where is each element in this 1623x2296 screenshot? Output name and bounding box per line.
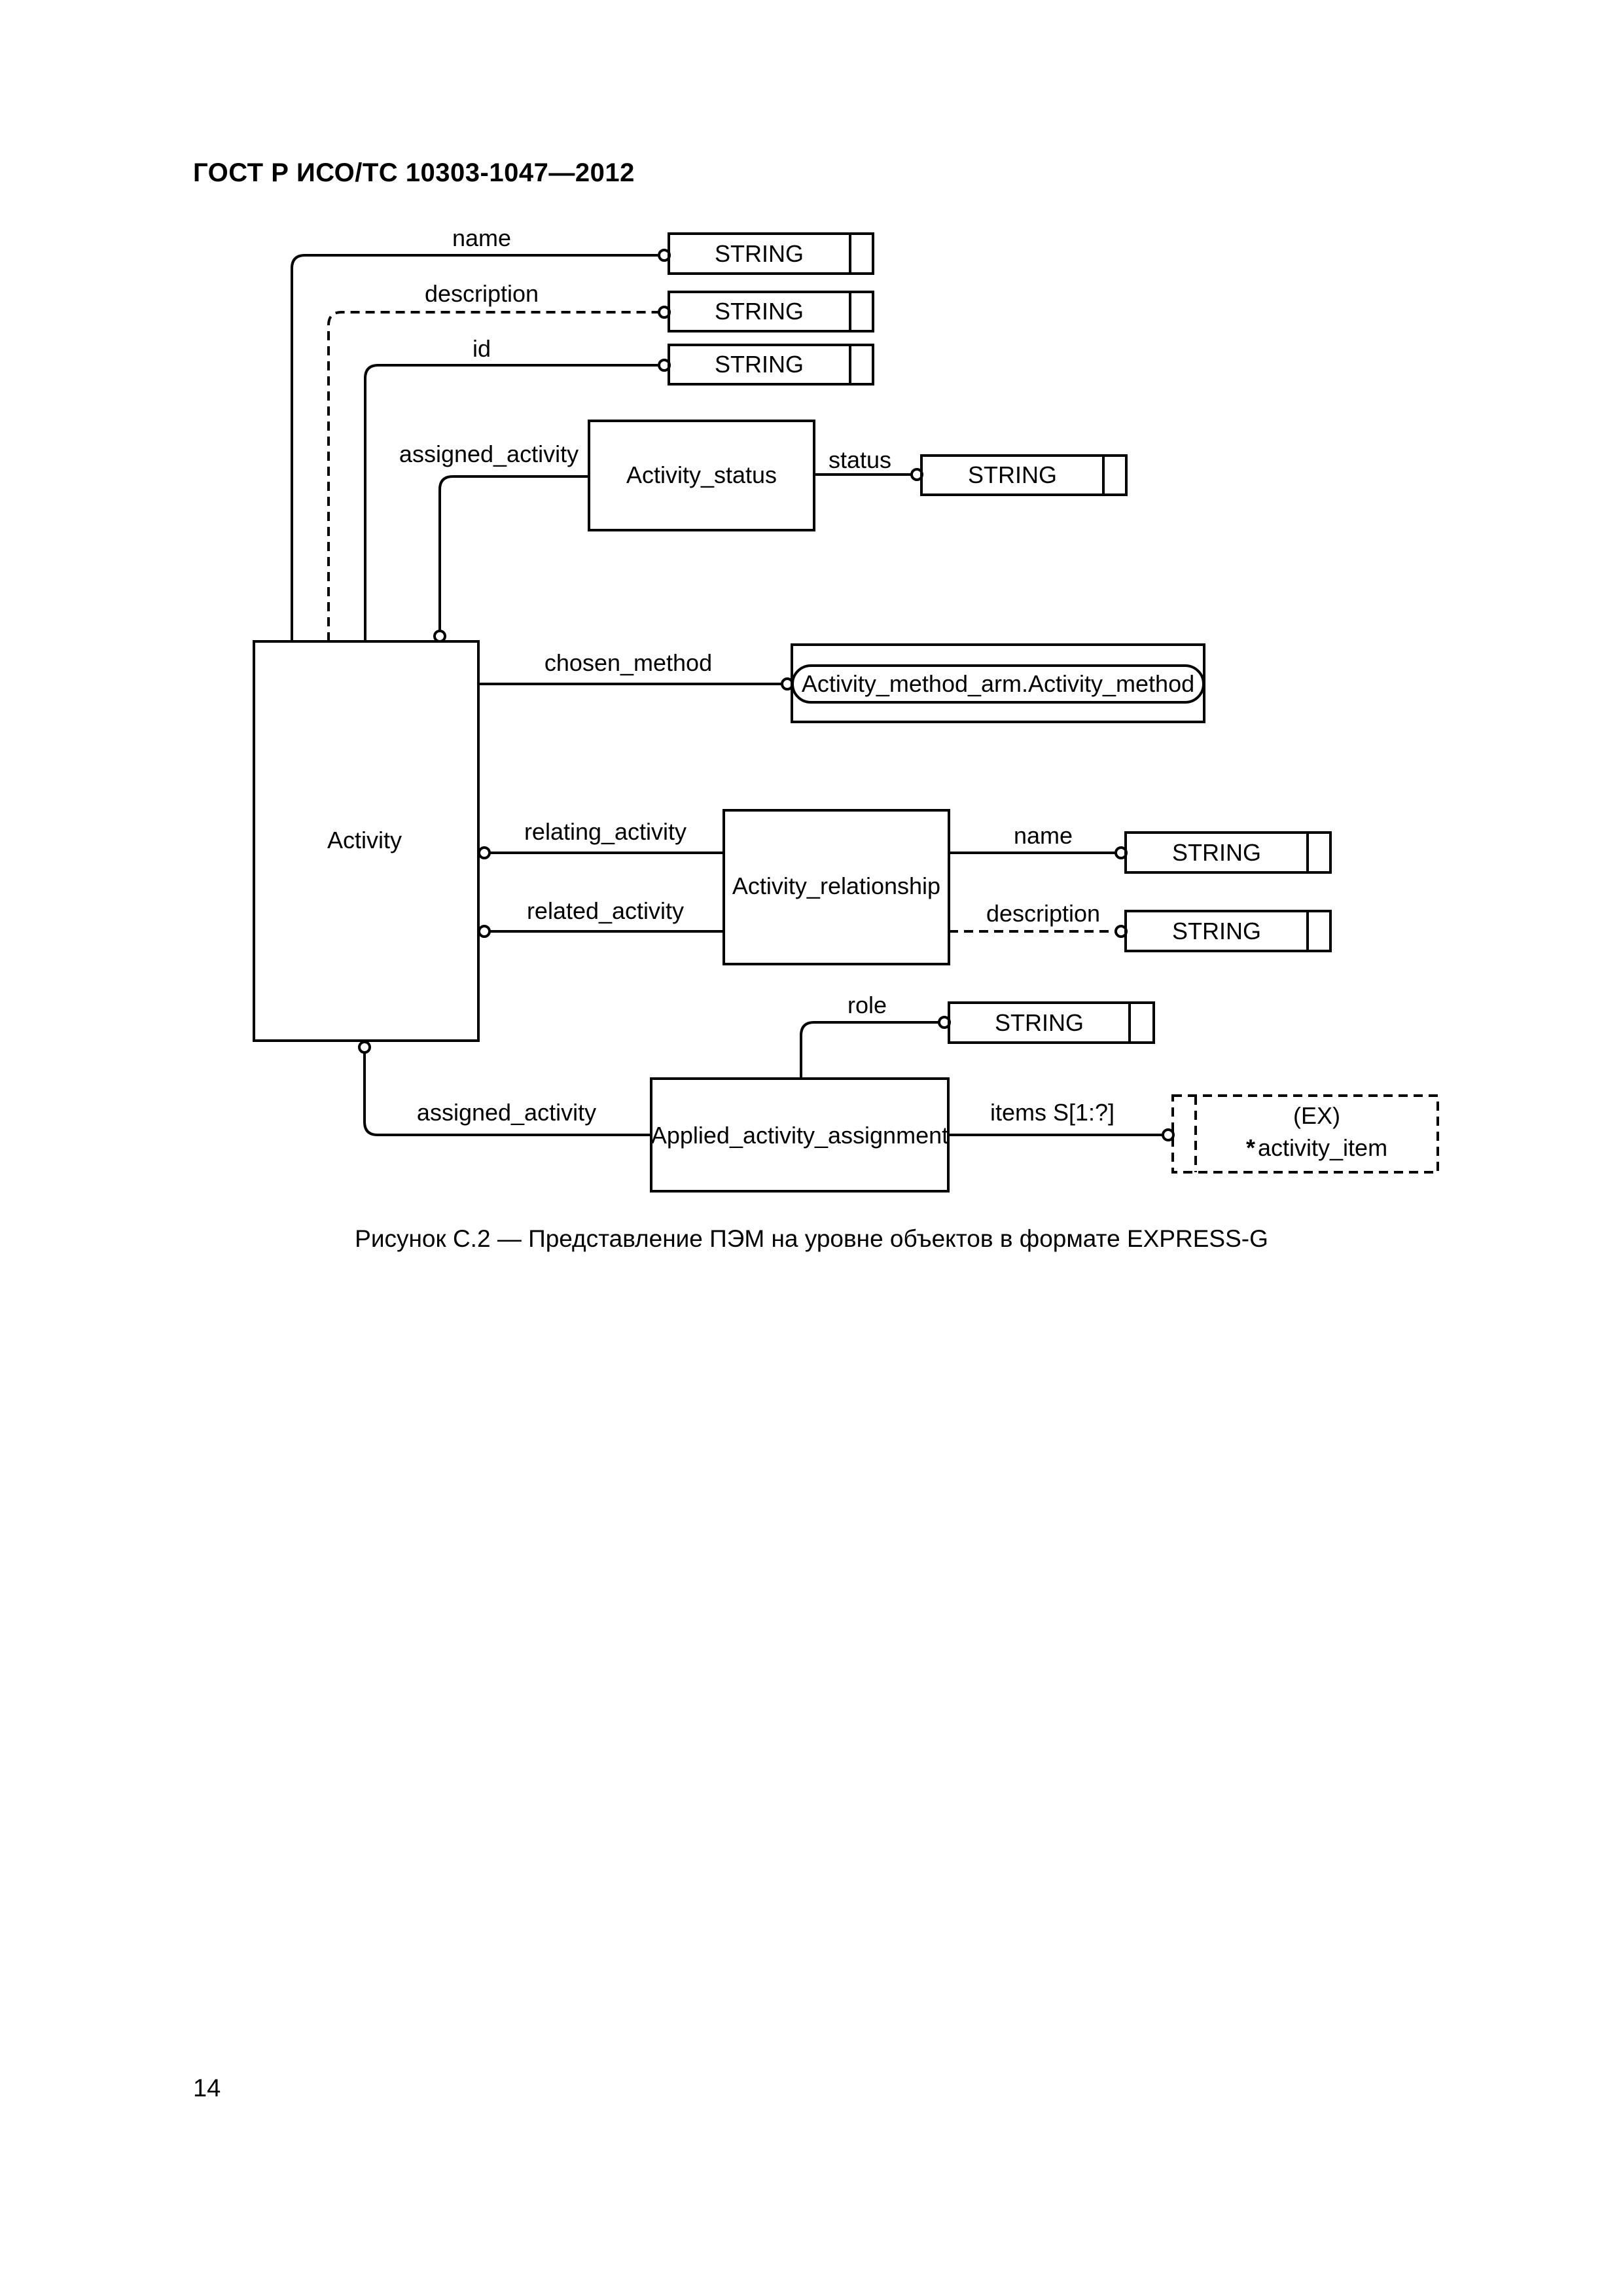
string-box-name: [668, 232, 874, 275]
entity-activity-status-label: Activity_status: [626, 461, 777, 488]
relation-line-description: [327, 311, 660, 641]
page-number: 14: [193, 2075, 221, 2102]
attribute-label-related-activity: related_activity: [527, 897, 684, 924]
external-ref-label: Activity_method_arm.Activity_method: [802, 670, 1194, 697]
string-label-rel-name: STRING: [1172, 839, 1261, 866]
attribute-label-name: name: [452, 224, 511, 251]
select-type-asterisk: *: [1246, 1134, 1255, 1161]
entity-activity-relationship-box: [722, 809, 950, 965]
entity-applied-activity-assignment-label: Applied_activity_assignment: [651, 1122, 948, 1149]
attribute-label-items: items S[1:?]: [990, 1099, 1115, 1126]
select-type-box: [1171, 1094, 1439, 1174]
entity-activity-relationship-label: Activity_relationship: [732, 872, 940, 899]
attribute-label-assigned-activity-bottom: assigned_activity: [417, 1099, 596, 1126]
attribute-label-assigned-activity-top: assigned_activity: [399, 440, 579, 467]
string-box-status: [920, 454, 1128, 496]
string-box-id: [668, 344, 874, 386]
relation-line-id: [364, 364, 660, 641]
string-box-description: [668, 291, 874, 332]
external-ref-rounded-box: [791, 664, 1205, 704]
relation-line-assigned-activity-top: [438, 475, 589, 631]
select-type-line1: (EX): [1293, 1102, 1340, 1129]
string-box-rel-name: [1124, 831, 1332, 874]
attribute-label-chosen-method: chosen_method: [544, 649, 712, 676]
relation-end-circle: [478, 846, 491, 859]
select-type-line2: activity_item: [1258, 1134, 1387, 1161]
attribute-label-description: description: [425, 280, 539, 307]
entity-activity-status-box: [588, 420, 815, 531]
entity-applied-activity-assignment-box: [650, 1077, 950, 1193]
entity-activity-box: [253, 640, 480, 1042]
string-label-rel-description: STRING: [1172, 918, 1261, 944]
attribute-label-role: role: [847, 992, 887, 1018]
string-label-name: STRING: [715, 240, 804, 267]
relation-line-assigned-activity-bottom: [363, 1051, 651, 1136]
string-box-role: [948, 1001, 1155, 1044]
relation-end-circle: [1162, 1128, 1175, 1141]
attribute-label-status: status: [829, 446, 891, 473]
string-label-description: STRING: [715, 298, 804, 325]
string-box-rel-description: [1124, 910, 1332, 952]
entity-activity-label: Activity: [327, 827, 402, 853]
string-label-role: STRING: [995, 1009, 1084, 1036]
relation-line-name: [291, 254, 660, 641]
relation-end-circle: [433, 630, 446, 643]
attribute-label-rel-description: description: [986, 900, 1100, 927]
attribute-label-relating-activity: relating_activity: [524, 818, 687, 845]
relation-end-circle: [478, 925, 491, 938]
attribute-label-rel-name: name: [1014, 822, 1073, 849]
string-label-status: STRING: [968, 461, 1057, 488]
figure-caption: Рисунок С.2 — Представление ПЭМ на уровн…: [355, 1225, 1268, 1252]
relation-line-role: [800, 1021, 940, 1079]
standard-header: ГОСТ Р ИСО/ТС 10303-1047—2012: [193, 158, 635, 187]
relation-end-circle: [358, 1041, 371, 1054]
string-label-id: STRING: [715, 351, 804, 378]
attribute-label-id: id: [473, 335, 491, 362]
express-g-diagram: Activity Activity_status Activity_relati…: [253, 224, 1439, 1193]
